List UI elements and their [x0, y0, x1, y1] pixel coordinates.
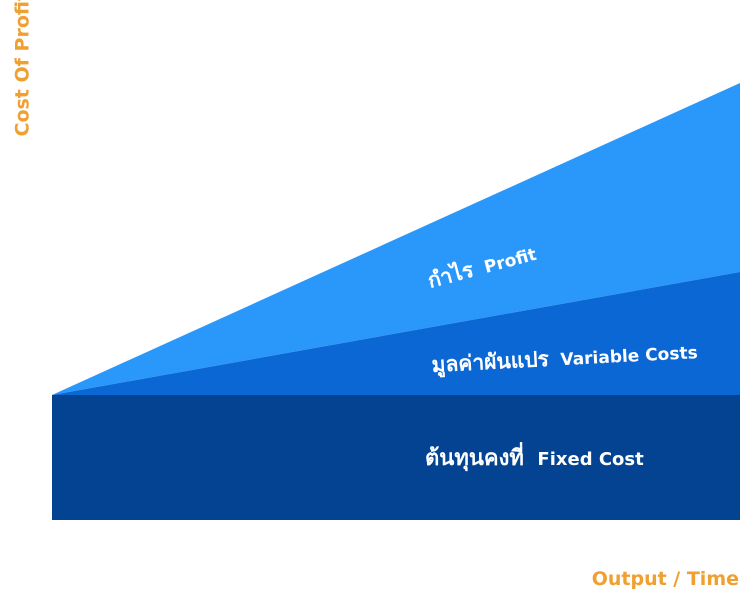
variable-costs-label: มูลค่าผันแปร Variable Costs: [431, 339, 698, 379]
profit-region: [52, 83, 740, 395]
fixed-cost-region: [52, 395, 740, 520]
y-axis-label: Cost Of Profit: [11, 0, 34, 137]
fixed-cost-label: ต้นทุนคงที่ Fixed Cost: [425, 441, 644, 472]
x-axis-label: Output / Time: [591, 568, 739, 590]
variable-costs-region: [52, 272, 740, 395]
